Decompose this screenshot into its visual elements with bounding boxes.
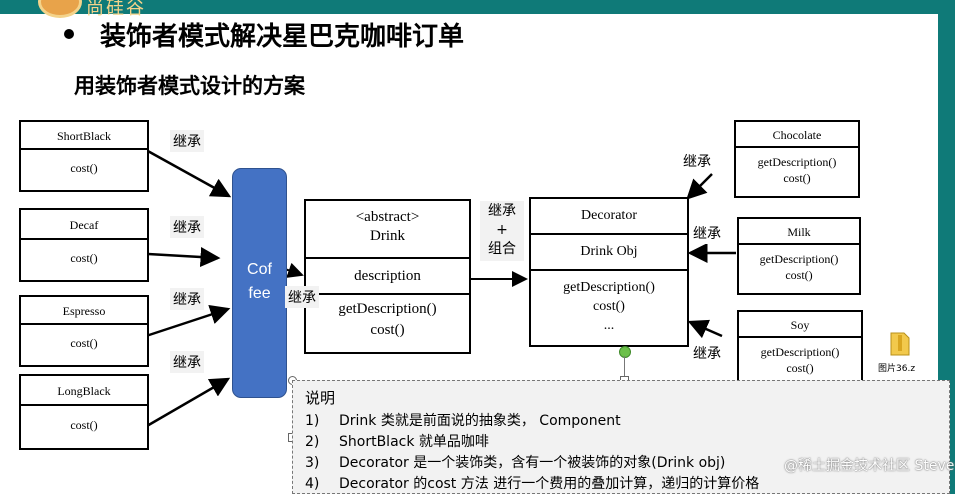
file-label[interactable]: 图片36.z: [878, 364, 916, 374]
decorator-methods: getDescription() cost() ...: [531, 271, 687, 341]
decorator-method-3: ...: [603, 318, 615, 333]
arrow-chocolate-decorator: [686, 173, 713, 200]
class-method: cost(): [70, 161, 98, 175]
zip-file-icon[interactable]: [889, 331, 911, 357]
class-longblack: LongBlack cost(): [19, 374, 149, 450]
class-name: LongBlack: [21, 376, 147, 406]
slide-subtitle: 用装饰者模式设计的方案: [74, 74, 305, 98]
inherit-combine-line-2: +: [496, 222, 508, 238]
class-decorator: Decorator Drink Obj getDescription() cos…: [529, 197, 689, 347]
class-soy: Soy getDescription() cost(): [737, 310, 863, 386]
note-item: 3) Decorator 是一个装饰类，含有一个被装饰的对象(Drink obj): [305, 452, 725, 472]
class-name: Espresso: [21, 297, 147, 325]
drink-header: <abstract> Drink: [306, 201, 469, 259]
decorator-name: Decorator: [531, 199, 687, 235]
rotate-handle[interactable]: [619, 346, 631, 358]
note-item: 4) Decorator 的cost 方法 进行一个费用的叠加计算，递归的计算价格: [305, 473, 759, 493]
class-name: Decaf: [21, 210, 147, 240]
inherit-combine-line-1: 继承: [488, 203, 516, 219]
note-heading: 说明: [305, 389, 336, 407]
class-chocolate: Chocolate getDescription() cost(): [734, 120, 860, 198]
class-methods: getDescription() cost(): [739, 338, 861, 380]
note-item-num: 4): [305, 476, 320, 492]
explanation-textbox[interactable]: 说明 1) Drink 类就是前面说的抽象类， Component 2) Short…: [292, 380, 950, 494]
class-espresso: Espresso cost(): [19, 295, 149, 367]
drink-stereotype: <abstract>: [355, 209, 420, 225]
class-method: cost(): [70, 418, 98, 432]
class-name: ShortBlack: [21, 122, 147, 150]
class-method-1: getDescription(): [760, 345, 840, 359]
class-shortblack: ShortBlack cost(): [19, 120, 149, 192]
inherit-combine-label: 继承 + 组合: [480, 201, 524, 261]
class-methods: getDescription() cost(): [739, 245, 859, 289]
class-method: cost(): [70, 336, 98, 350]
note-item-text: Decorator 的cost 方法 进行一个费用的叠加计算，递归的计算价格: [339, 476, 760, 492]
decorator-method-2: cost(): [593, 299, 625, 314]
inherit-label: 继承: [170, 288, 204, 310]
class-name: Chocolate: [736, 122, 858, 148]
class-coffee: Cof fee: [232, 168, 287, 398]
arrow-longblack-coffee: [139, 377, 231, 432]
class-name: Soy: [739, 312, 861, 338]
arrow-decaf-coffee: [147, 247, 221, 267]
slide-title: 装饰者模式解决星巴克咖啡订单: [100, 22, 465, 52]
class-milk: Milk getDescription() cost(): [737, 217, 861, 295]
class-method-2: cost(): [785, 268, 813, 282]
arrow-espresso-coffee: [145, 304, 231, 338]
logo-text: 尚硅谷: [86, 0, 146, 19]
inherit-label: 继承: [690, 342, 724, 364]
class-method: cost(): [70, 251, 98, 265]
arrow-shortblack-coffee: [145, 148, 232, 198]
decorator-method-1: getDescription(): [563, 280, 655, 295]
bullet-icon: [64, 29, 74, 39]
watermark: @稀土掘金技术社区 SteveCode.: [784, 458, 955, 474]
drink-method-1: getDescription(): [338, 301, 437, 317]
drink-field: description: [306, 259, 469, 295]
class-name: Milk: [739, 219, 859, 245]
inherit-label: 继承: [690, 222, 724, 244]
note-item: 2) ShortBlack 就单品咖啡: [305, 431, 489, 451]
class-decaf: Decaf cost(): [19, 208, 149, 282]
inherit-label: 继承: [170, 130, 204, 152]
inherit-combine-line-3: 组合: [488, 241, 516, 257]
inherit-label: 继承: [285, 286, 319, 308]
coffee-label-1: Cof: [247, 261, 272, 278]
class-method-2: cost(): [786, 361, 814, 375]
right-band: [938, 0, 955, 494]
inherit-label: 继承: [170, 351, 204, 373]
rotate-handle-line: [624, 356, 625, 376]
arrow-soy-decorator: [687, 319, 723, 339]
class-drink: <abstract> Drink description getDescript…: [304, 199, 471, 354]
note-item: 1) Drink 类就是前面说的抽象类， Component: [305, 410, 621, 430]
drink-name: Drink: [370, 228, 405, 244]
inherit-label: 继承: [680, 150, 714, 172]
decorator-field: Drink Obj: [531, 235, 687, 271]
coffee-label-2: fee: [248, 285, 271, 302]
class-method-1: getDescription(): [757, 155, 837, 169]
class-methods: getDescription() cost(): [736, 148, 858, 192]
class-method-2: cost(): [783, 171, 811, 185]
drink-method-2: cost(): [370, 322, 405, 338]
top-band: [0, 0, 955, 14]
inherit-label: 继承: [170, 216, 204, 238]
class-method-1: getDescription(): [759, 252, 839, 266]
note-item-num: 1): [305, 413, 320, 429]
note-item-text: ShortBlack 就单品咖啡: [339, 434, 489, 450]
drink-methods: getDescription() cost(): [306, 295, 469, 348]
note-item-num: 2): [305, 434, 320, 450]
note-item-text: Decorator 是一个装饰类，含有一个被装饰的对象(Drink obj): [339, 455, 726, 471]
note-item-text: Drink 类就是前面说的抽象类， Component: [339, 413, 621, 429]
note-item-num: 3): [305, 455, 320, 471]
